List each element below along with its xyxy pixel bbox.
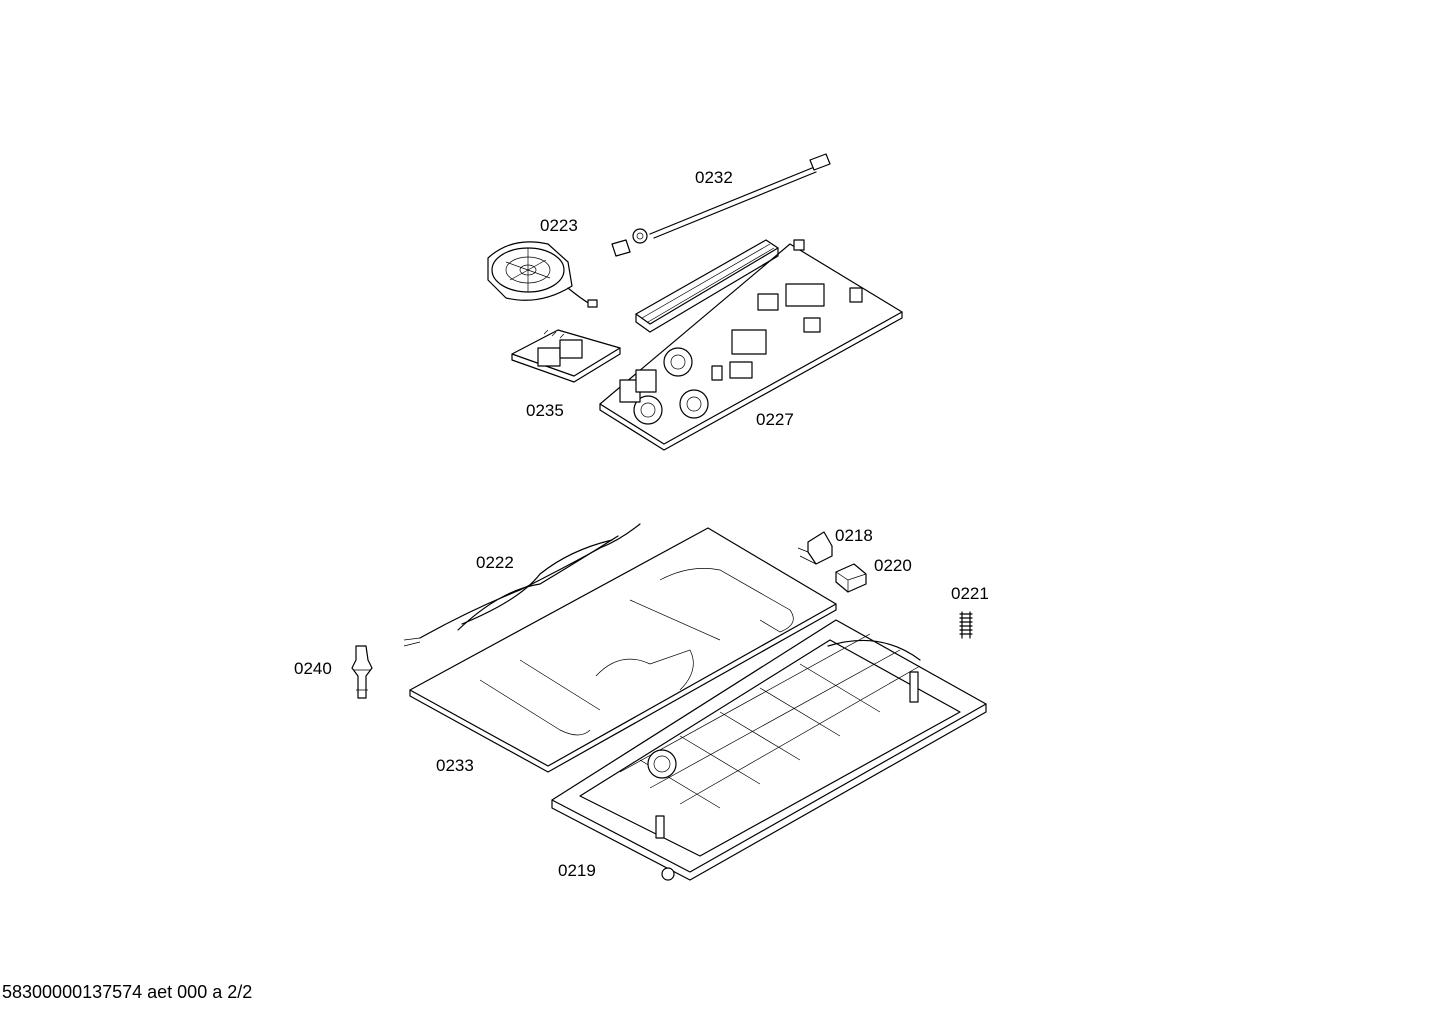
spring-0221-drawing[interactable]: [959, 611, 973, 639]
part-label-0227[interactable]: 0227: [756, 410, 794, 429]
block-0220-drawing[interactable]: [835, 563, 867, 593]
fan-0223-drawing[interactable]: [487, 241, 598, 308]
part-label-0232[interactable]: 0232: [695, 168, 733, 187]
board-0227-drawing[interactable]: [599, 239, 903, 451]
part-label-0220[interactable]: 0220: [874, 556, 912, 575]
cable-0232-drawing[interactable]: [611, 153, 831, 257]
plate-0233-drawing[interactable]: [409, 527, 837, 773]
part-label-0233[interactable]: 0233: [436, 756, 474, 775]
bracket-0218-drawing[interactable]: [797, 531, 833, 565]
part-label-0240[interactable]: 0240: [294, 659, 332, 678]
part-label-0223[interactable]: 0223: [540, 216, 578, 235]
part-label-0218[interactable]: 0218: [835, 526, 873, 545]
document-footer-id: 58300000137574 aet 000 a 2/2: [2, 982, 253, 1002]
cable-0222-drawing[interactable]: [403, 523, 641, 647]
part-label-0221[interactable]: 0221: [951, 584, 989, 603]
part-label-0219[interactable]: 0219: [558, 861, 596, 880]
housing-0219-drawing[interactable]: [551, 619, 987, 881]
part-label-0235[interactable]: 0235: [526, 401, 564, 420]
board-0235-drawing[interactable]: [511, 329, 621, 383]
part-label-0222[interactable]: 0222: [476, 553, 514, 572]
clip-0240-drawing[interactable]: [351, 645, 373, 699]
